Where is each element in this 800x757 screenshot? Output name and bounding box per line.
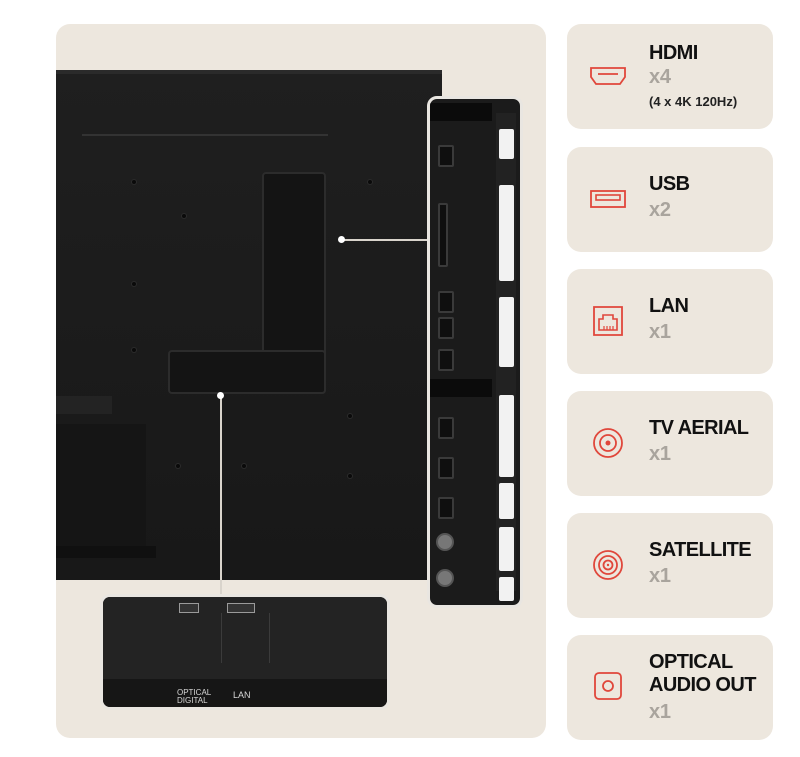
screw-hole <box>368 180 372 184</box>
card-title: HDMI <box>649 42 698 64</box>
card-usb: USB x2 <box>567 147 773 252</box>
card-count: x1 <box>649 701 671 723</box>
optical-audio-icon <box>587 665 629 707</box>
port-label <box>499 577 514 601</box>
lan-port <box>227 603 255 613</box>
port-label <box>499 483 514 519</box>
lan-port-icon <box>587 300 629 342</box>
divider <box>221 613 222 663</box>
stand-foot <box>56 546 156 558</box>
usb-port-icon <box>587 178 629 220</box>
callout-line <box>220 396 222 596</box>
card-count: x1 <box>649 443 671 465</box>
tv-back-photo: OPTICAL DIGITAL LAN <box>56 24 546 738</box>
card-title: LAN <box>649 295 689 317</box>
screw-hole <box>132 348 136 352</box>
screw-hole <box>132 180 136 184</box>
hdmi-port <box>438 317 454 339</box>
cable-clip <box>430 379 492 397</box>
side-ports-closeup <box>427 96 523 608</box>
ci-slot <box>438 203 448 267</box>
card-count: x1 <box>649 565 671 587</box>
hdmi-port <box>438 457 454 479</box>
usb-port <box>438 291 454 313</box>
card-title: TV AERIAL <box>649 417 749 439</box>
tv-aerial-icon <box>587 422 629 464</box>
hdmi-port <box>438 417 454 439</box>
card-hdmi: HDMI x4 (4 x 4K 120Hz) <box>567 24 773 129</box>
card-note: (4 x 4K 120Hz) <box>649 94 738 109</box>
optical-label: OPTICAL DIGITAL <box>177 688 211 705</box>
card-title: SATELLITE <box>649 539 752 561</box>
port-label <box>499 395 514 477</box>
closeup-label-area <box>103 679 387 707</box>
satellite-connector <box>436 569 454 587</box>
card-tv-aerial: TV AERIAL x1 <box>567 391 773 496</box>
usb-port <box>438 145 454 167</box>
stand-neck <box>56 424 146 554</box>
lower-port-bay <box>168 350 326 394</box>
screw-hole <box>182 214 186 218</box>
tv-vent-line <box>82 134 328 136</box>
port-label <box>499 129 514 159</box>
card-satellite: SATELLITE x1 <box>567 513 773 618</box>
port-label <box>499 185 514 281</box>
port-label <box>499 297 514 367</box>
screw-hole <box>132 282 136 286</box>
optical-port <box>179 603 199 613</box>
screw-hole <box>348 474 352 478</box>
satellite-icon <box>587 544 629 586</box>
port-label <box>499 527 514 571</box>
hdmi-port <box>438 349 454 371</box>
lan-label: LAN <box>233 690 251 700</box>
card-title: OPTICAL AUDIO OUT <box>649 651 756 696</box>
card-count: x4 <box>649 66 671 88</box>
bottom-ports-closeup: OPTICAL DIGITAL LAN <box>100 594 390 710</box>
usb-port <box>438 497 454 519</box>
card-lan: LAN x1 <box>567 269 773 374</box>
callout-line <box>342 239 430 241</box>
screw-hole <box>348 414 352 418</box>
stand-top <box>56 396 112 414</box>
hdmi-port-icon <box>587 55 629 97</box>
screw-hole <box>176 464 180 468</box>
tv-top-rim <box>56 70 442 74</box>
callout-dot <box>217 392 224 399</box>
cable-clip <box>430 103 492 121</box>
callout-dot <box>338 236 345 243</box>
card-count: x2 <box>649 199 671 221</box>
aerial-connector <box>436 533 454 551</box>
screw-hole <box>242 464 246 468</box>
card-title: USB <box>649 173 690 195</box>
divider <box>269 613 270 663</box>
card-optical-audio: OPTICAL AUDIO OUT x1 <box>567 635 773 740</box>
card-count: x1 <box>649 321 671 343</box>
